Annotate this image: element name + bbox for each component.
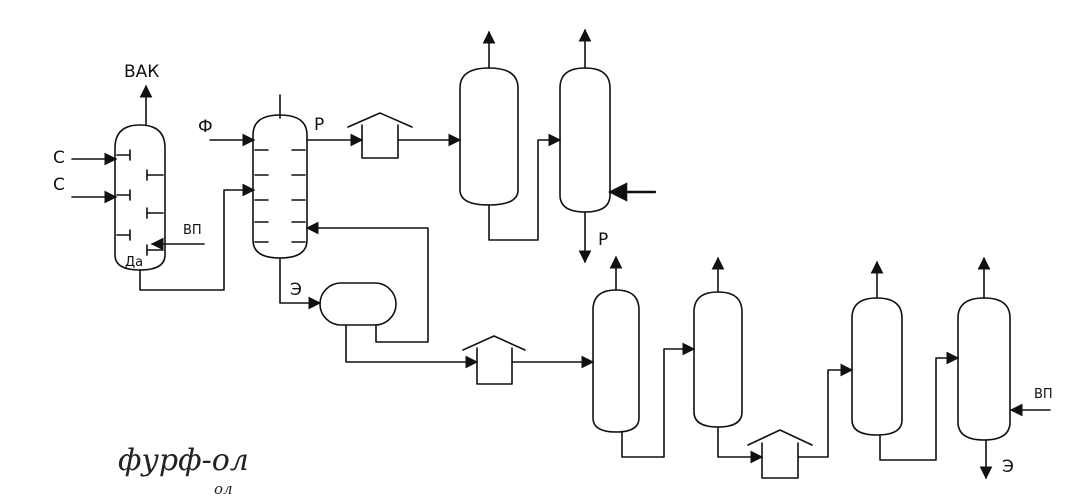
line-pump3-to-vessel5: [797, 363, 854, 458]
caption-sub: ол: [214, 480, 233, 497]
vessel-3: [592, 255, 640, 433]
line-vessel5-to-vessel6: [879, 351, 960, 461]
caption-main: фурф-ол: [118, 443, 249, 478]
extraction-column: [252, 94, 308, 259]
vessel-5: [851, 260, 903, 436]
label-p-top: Р: [314, 115, 324, 135]
label-e2: Э: [1002, 457, 1014, 477]
label-e1: Э: [290, 280, 302, 300]
separator-drum: [319, 282, 397, 326]
label-c1: С: [53, 148, 65, 168]
line-vessel1-to-vessel2: [488, 133, 562, 241]
label-vp2: ВП: [1034, 387, 1053, 402]
line-reactor-to-column2: [139, 183, 256, 291]
label-vp1: ВП: [183, 223, 202, 238]
recycle-line: [305, 221, 429, 343]
line-column2-to-separator: [279, 257, 322, 310]
reactor-column: [114, 124, 166, 271]
label-c2: С: [53, 175, 65, 195]
label-p-bottom: Р: [598, 230, 608, 250]
vessel-1: [459, 30, 519, 206]
vessel-2: [559, 28, 657, 264]
line-vessel4-to-pump3: [717, 426, 764, 464]
pump-1: [347, 112, 413, 159]
line-separator-to-pump2: [345, 324, 479, 369]
label-vak: ВАК: [124, 62, 159, 82]
vessel-4: [693, 256, 743, 428]
line-vessel3-to-vessel4: [621, 342, 696, 458]
label-f: Ф: [198, 117, 213, 137]
pump-3: [747, 429, 813, 479]
pump-2: [462, 335, 526, 385]
label-da: Да: [125, 255, 143, 270]
vessel-6: [957, 256, 1051, 480]
